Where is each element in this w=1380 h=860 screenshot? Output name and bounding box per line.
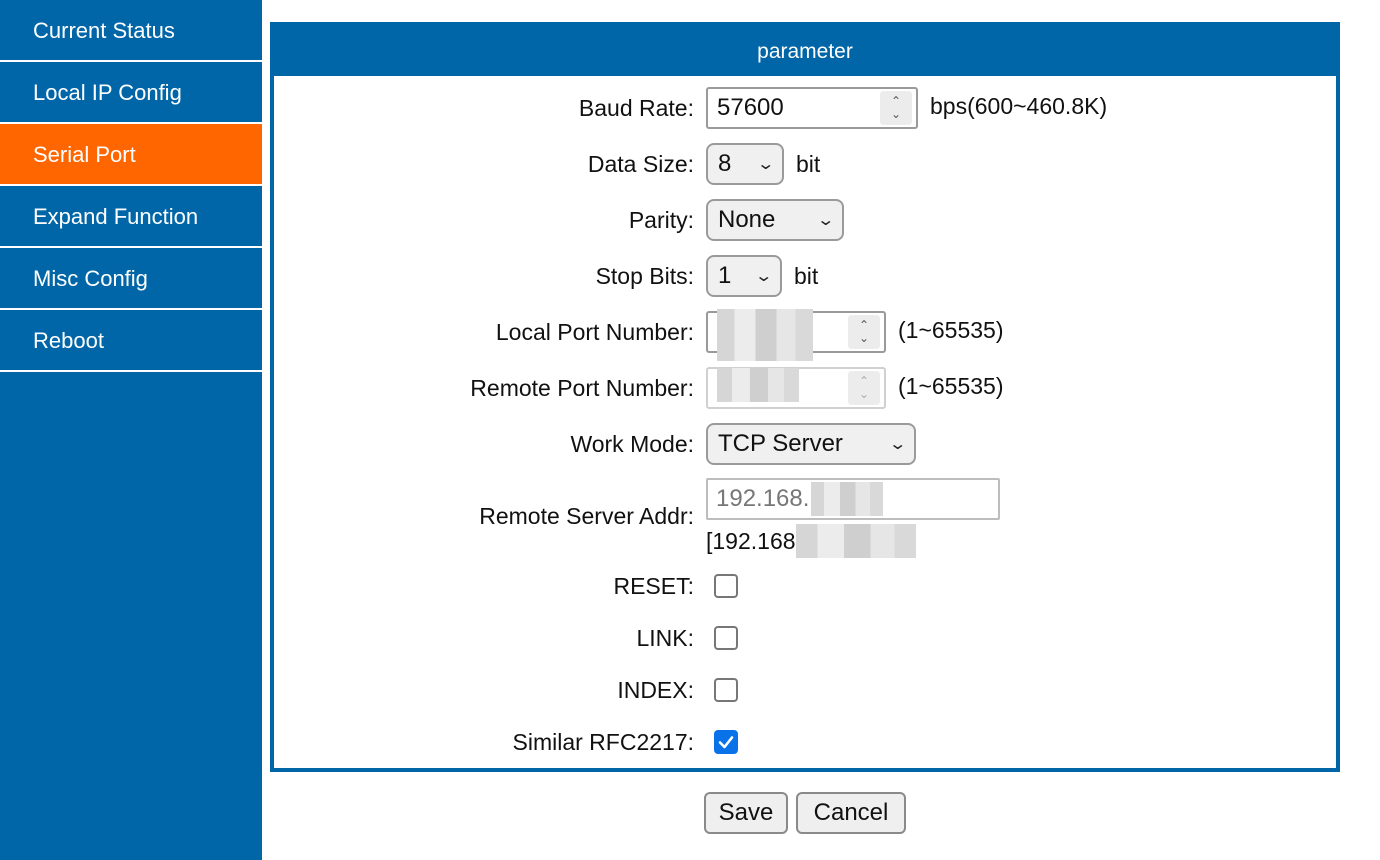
redacted-value [811,482,884,516]
data-size-row: Data Size: 8 ⌄ bit [274,142,1336,186]
index-checkbox[interactable] [714,678,738,702]
reset-row: RESET: [274,564,1336,608]
reset-label: RESET: [613,572,694,599]
parameter-panel: parameter Baud Rate: 57600 ⌃ ⌄ bps(600~4… [270,22,1340,772]
work-mode-label: Work Mode: [570,430,694,457]
data-size-label: Data Size: [587,150,694,177]
chevron-up-icon: ⌃ [858,318,870,332]
link-checkbox[interactable] [714,626,738,650]
chevron-down-icon: ⌄ [858,331,870,345]
sidebar-item-local-ip-config[interactable]: Local IP Config [0,62,262,124]
baud-rate-input[interactable]: 57600 ⌃ ⌄ [706,87,918,129]
index-label: INDEX: [617,676,694,703]
remote-server-field: 192.168. [192.168 [706,478,1000,558]
remote-server-input[interactable]: 192.168. [706,478,1000,520]
link-label: LINK: [636,624,694,651]
chevron-up-icon: ⌃ [858,374,870,388]
data-size-select[interactable]: 8 ⌄ [706,143,784,185]
save-button[interactable]: Save [704,792,788,834]
baud-rate-value: 57600 [717,94,784,121]
cancel-button[interactable]: Cancel [796,792,906,834]
remote-server-row: Remote Server Addr: [274,494,1336,538]
parity-value: None [718,206,776,233]
baud-rate-row: Baud Rate: 57600 ⌃ ⌄ bps(600~460.8K) [274,86,1336,130]
link-row: LINK: [274,616,1336,660]
index-row: INDEX: [274,668,1336,712]
chevron-down-icon: ⌄ [890,107,902,121]
local-port-unit: (1~65535) [898,316,1004,343]
chevron-down-icon: ⌄ [815,212,835,229]
rfc2217-checkbox[interactable] [714,730,738,754]
chevron-down-icon: ⌄ [887,436,907,453]
data-size-value: 8 [718,150,732,177]
sidebar-item-current-status[interactable]: Current Status [0,0,262,62]
panel-title: parameter [274,26,1336,76]
baud-rate-spinner[interactable]: ⌃ ⌄ [880,91,912,125]
work-mode-row: Work Mode: TCP Server ⌄ [274,422,1336,466]
sidebar-item-expand-function[interactable]: Expand Function [0,186,262,248]
remote-port-spinner[interactable]: ⌃ ⌄ [848,371,880,405]
chevron-up-icon: ⌃ [890,94,902,108]
local-port-input[interactable]: ⌃ ⌄ [706,308,886,361]
parity-select[interactable]: None ⌄ [706,199,844,241]
chevron-down-icon: ⌄ [753,268,773,285]
sidebar-item-serial-port[interactable]: Serial Port [0,124,262,186]
rfc2217-label: Similar RFC2217: [512,728,695,755]
parity-row: Parity: None ⌄ [274,198,1336,242]
sidebar: Current Status Local IP Config Serial Po… [0,0,262,860]
remote-server-value: 192.168. [716,485,810,512]
remote-port-row: Remote Port Number: ⌃ ⌄ (1~65535) [274,366,1336,410]
remote-port-unit: (1~65535) [898,372,1004,399]
stop-bits-row: Stop Bits: 1 ⌄ bit [274,254,1336,298]
sidebar-item-misc-config[interactable]: Misc Config [0,248,262,310]
stop-bits-label: Stop Bits: [595,262,694,289]
remote-server-hint: [192.168 [706,527,796,554]
chevron-down-icon: ⌄ [858,387,870,401]
local-port-label: Local Port Number: [495,318,694,345]
chevron-down-icon: ⌄ [755,156,775,173]
baud-rate-label: Baud Rate: [578,94,694,121]
redacted-value [717,367,799,402]
reset-checkbox[interactable] [714,574,738,598]
redacted-value [717,308,813,361]
work-mode-select[interactable]: TCP Server ⌄ [706,423,916,465]
local-port-row: Local Port Number: ⌃ ⌄ (1~65535) [274,308,1336,361]
stop-bits-value: 1 [718,262,732,289]
parity-label: Parity: [628,206,694,233]
stop-bits-select[interactable]: 1 ⌄ [706,255,782,297]
work-mode-value: TCP Server [718,430,843,457]
rfc2217-row: Similar RFC2217: [274,720,1336,764]
stop-bits-unit: bit [794,262,819,289]
baud-rate-unit: bps(600~460.8K) [930,92,1108,119]
remote-port-label: Remote Port Number: [470,374,694,401]
redacted-value [795,524,916,558]
checkmark-icon [718,736,734,749]
data-size-unit: bit [796,150,821,177]
sidebar-item-reboot[interactable]: Reboot [0,310,262,372]
local-port-spinner[interactable]: ⌃ ⌄ [848,315,880,349]
remote-port-input[interactable]: ⌃ ⌄ [706,367,886,409]
remote-server-label: Remote Server Addr: [479,502,694,529]
